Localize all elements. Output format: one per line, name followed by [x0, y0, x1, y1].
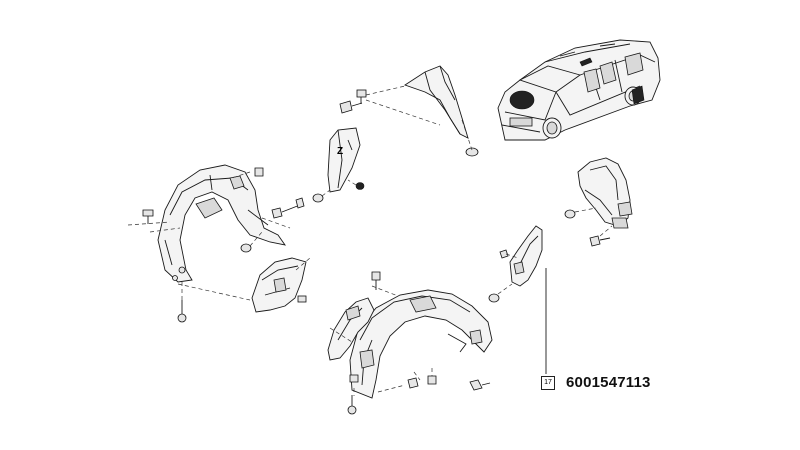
fastener-group-bottom: [329, 271, 491, 415]
fastener-group-top: [339, 85, 441, 126]
left-lower-bracket: [251, 257, 311, 313]
right-vertical-bracket: [488, 225, 547, 374]
part-number-label[interactable]: 6001547113: [566, 374, 651, 391]
upper-liner-segment: [403, 65, 479, 157]
front-liner-side-bracket: [327, 297, 375, 361]
vehicle-illustration: [497, 39, 661, 141]
front-wheel-arch-liner: [349, 289, 493, 399]
reference-callout-box: 17: [541, 376, 555, 390]
fastener-group-left: [127, 167, 305, 323]
left-wheel-arch-liner: [157, 164, 287, 283]
bracket-callout-letter: Z: [337, 146, 343, 157]
right-mudguard: [564, 157, 633, 247]
center-bracket: Z: [312, 127, 365, 203]
